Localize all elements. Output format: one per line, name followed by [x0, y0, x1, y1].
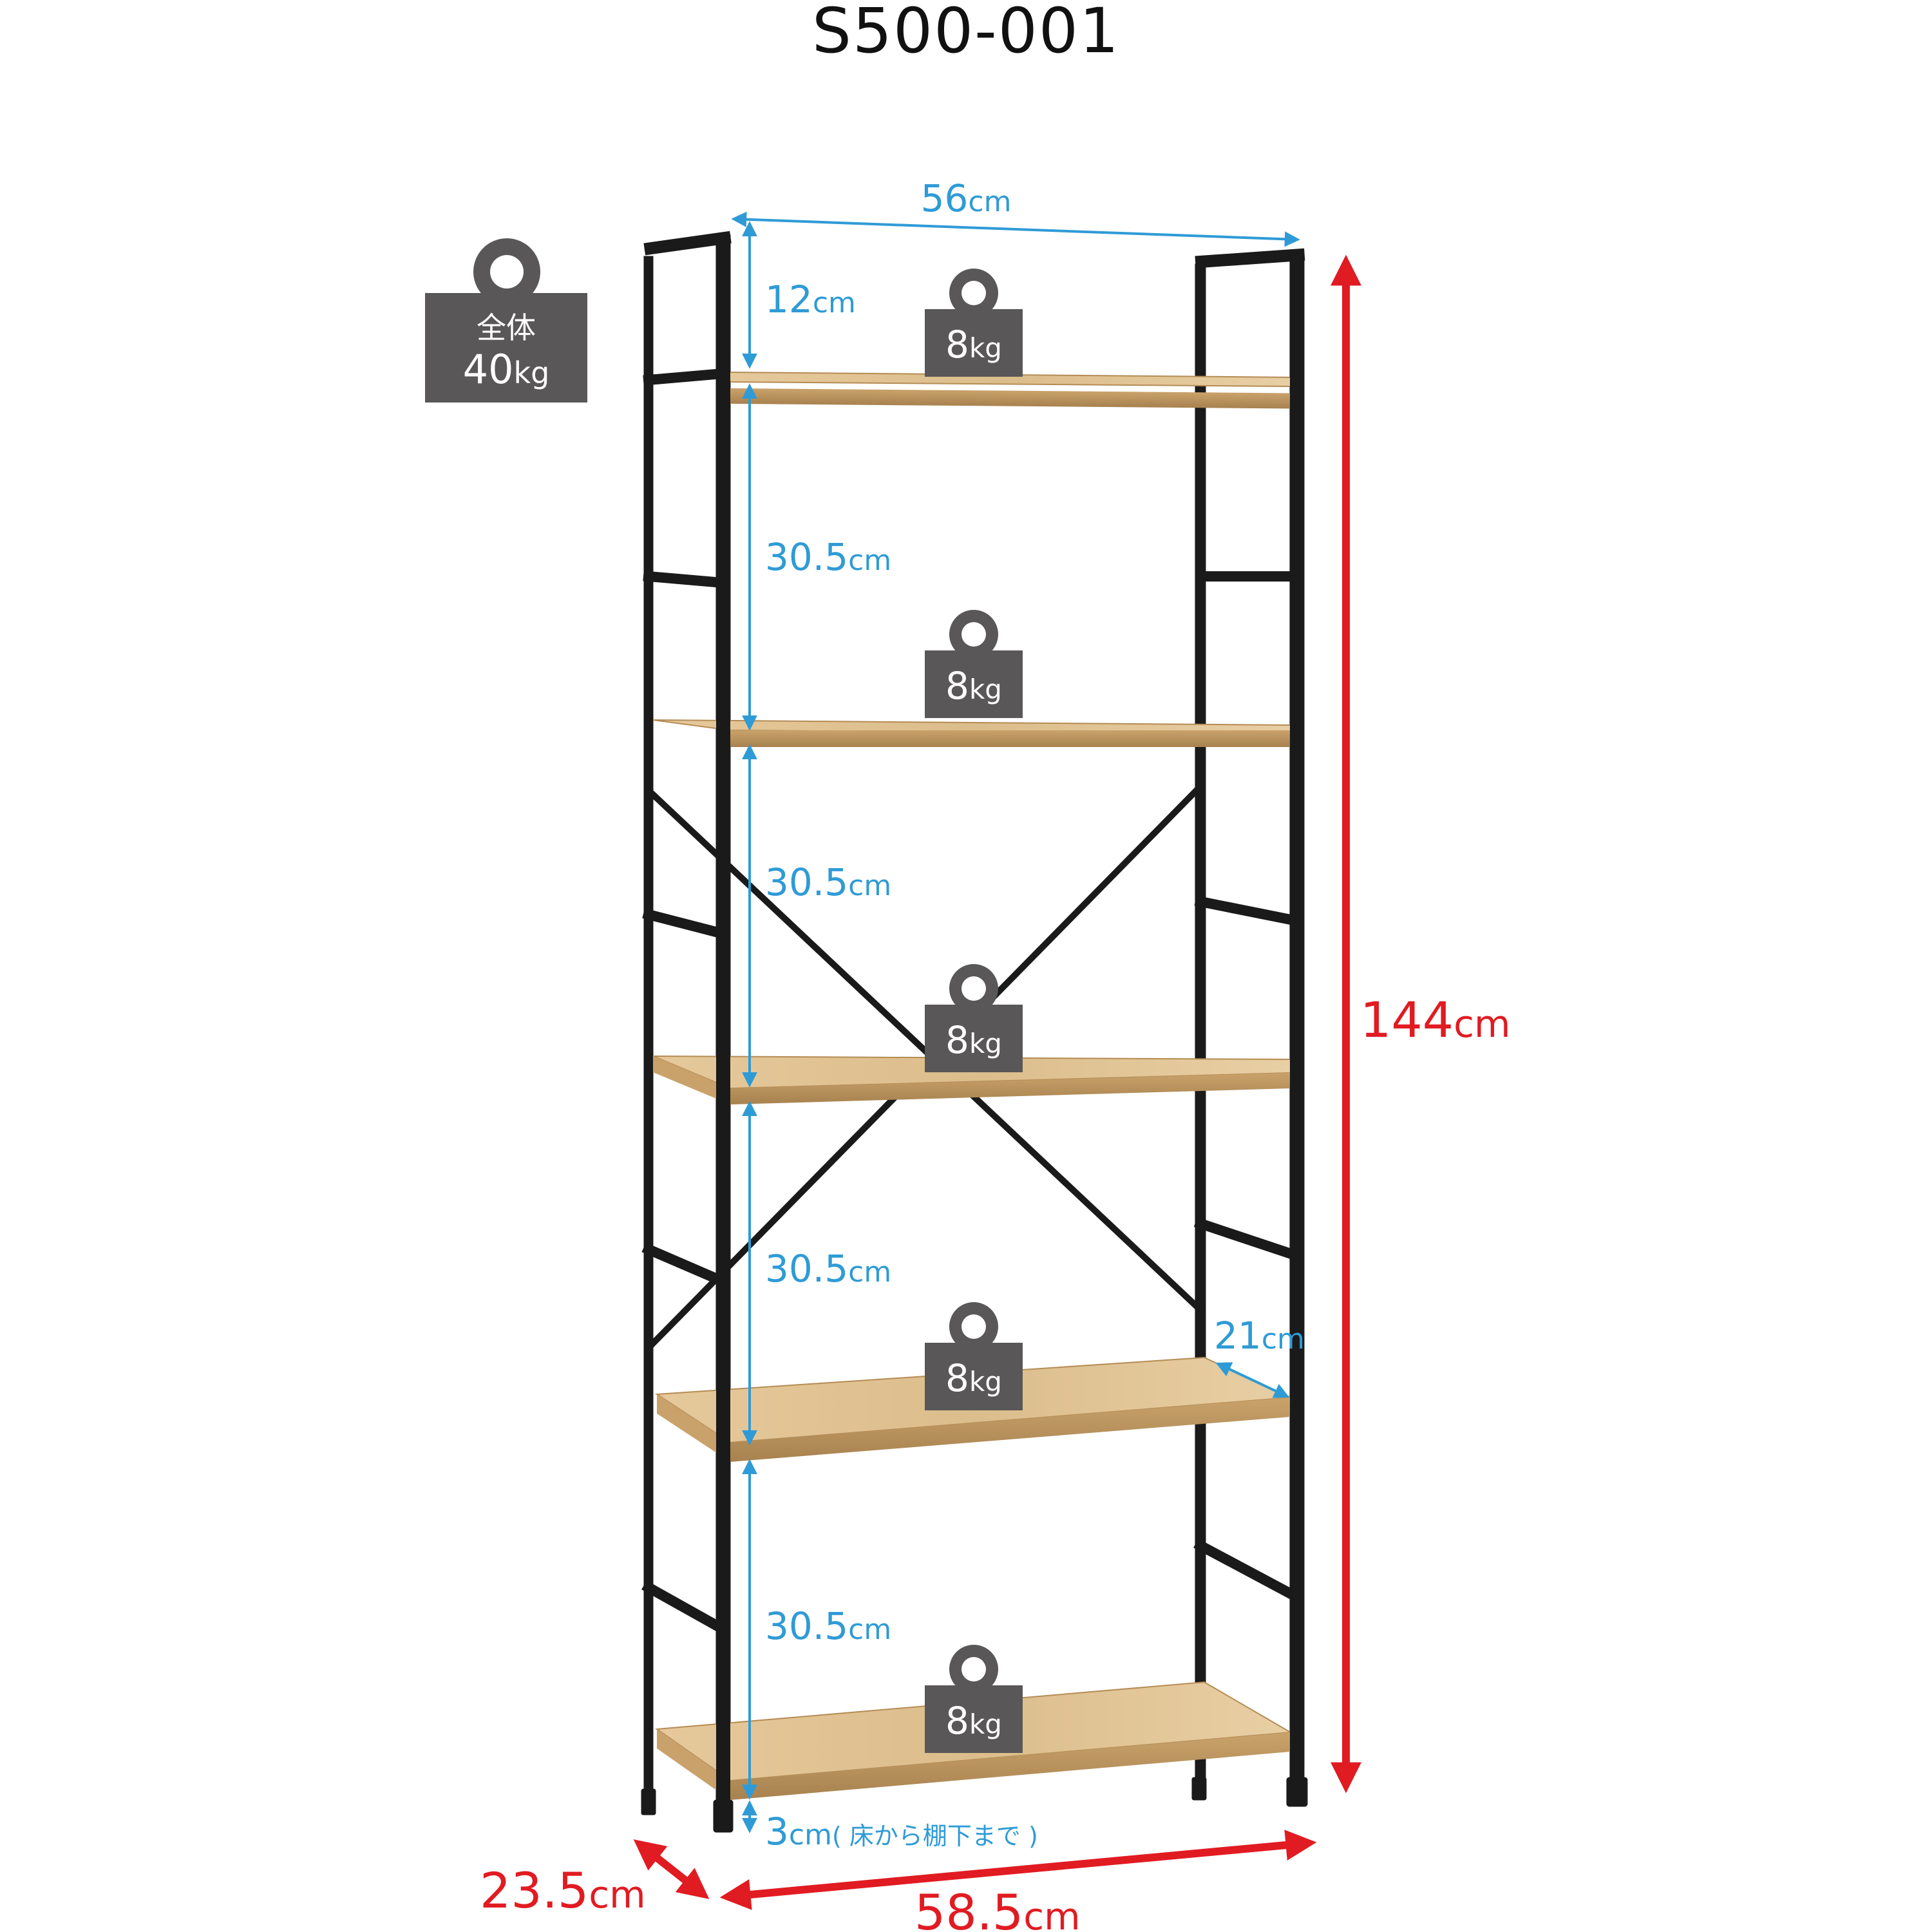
- shelf-load-value: 8kg: [945, 1699, 1002, 1743]
- front-posts-overlay: [716, 235, 1304, 1823]
- red-labels: 144cm 58.5cm 23.5cm: [480, 991, 1510, 1932]
- total-load-badge: 全体 40kg: [425, 238, 587, 402]
- shelf-2: [652, 719, 1294, 747]
- shelf-load-badge: 8kg: [925, 964, 1023, 1072]
- top-gap-label: 12cm: [765, 278, 856, 321]
- depth-arrow: [1215, 1362, 1290, 1398]
- height-label: 144cm: [1360, 991, 1510, 1048]
- side-rungs: [641, 368, 1304, 1636]
- shelf-load-value: 8kg: [945, 664, 1002, 708]
- shelf-depth-label: 21cm: [1214, 1314, 1305, 1358]
- shelf-load-badges: 8kg 8kg 8kg 8kg 8kg: [925, 269, 1023, 1753]
- shelf-load-badge: 8kg: [925, 610, 1023, 718]
- total-load-value: 40kg: [463, 346, 550, 393]
- top-right-bar: [1195, 248, 1305, 269]
- spacing-label-4: 30.5cm: [765, 1604, 891, 1648]
- shelf-load-value: 8kg: [945, 1356, 1002, 1400]
- depth-arrow-red: [633, 1839, 710, 1899]
- width-label: 58.5cm: [914, 1884, 1081, 1932]
- shelf-load-badge: 8kg: [925, 1302, 1023, 1410]
- blue-dimensions: [731, 211, 1300, 1833]
- blue-labels: 56cm 12cm 30.5cm 30.5cm 30.5cm 30.5cm 3c…: [765, 176, 1305, 1853]
- spacing-label-1: 30.5cm: [765, 535, 891, 579]
- red-dimensions: [633, 254, 1361, 1910]
- spacing-label-3: 30.5cm: [765, 1247, 891, 1291]
- spacing-label-2: 30.5cm: [765, 860, 891, 904]
- model-title: S500-001: [811, 0, 1121, 67]
- shelf-1: [726, 371, 1296, 409]
- back-left-foot: [641, 1788, 656, 1815]
- inner-width-arrow: [731, 211, 1300, 247]
- back-left-post: [643, 256, 654, 1803]
- back-right-foot: [1191, 1777, 1207, 1801]
- depth-label: 23.5cm: [480, 1862, 646, 1919]
- back-right-post: [1195, 263, 1206, 1791]
- shelf-load-value: 8kg: [945, 1018, 1002, 1062]
- shelf-load-value: 8kg: [945, 323, 1002, 366]
- total-load-label: 全体: [477, 310, 536, 345]
- floor-gap-label: 3cm( 床から棚下まで ): [765, 1810, 1038, 1853]
- shelf-load-badge: 8kg: [925, 269, 1023, 377]
- inner-width-label: 56cm: [921, 176, 1012, 220]
- width-arrow: [719, 1830, 1317, 1910]
- shelf-load-badge: 8kg: [925, 1645, 1023, 1753]
